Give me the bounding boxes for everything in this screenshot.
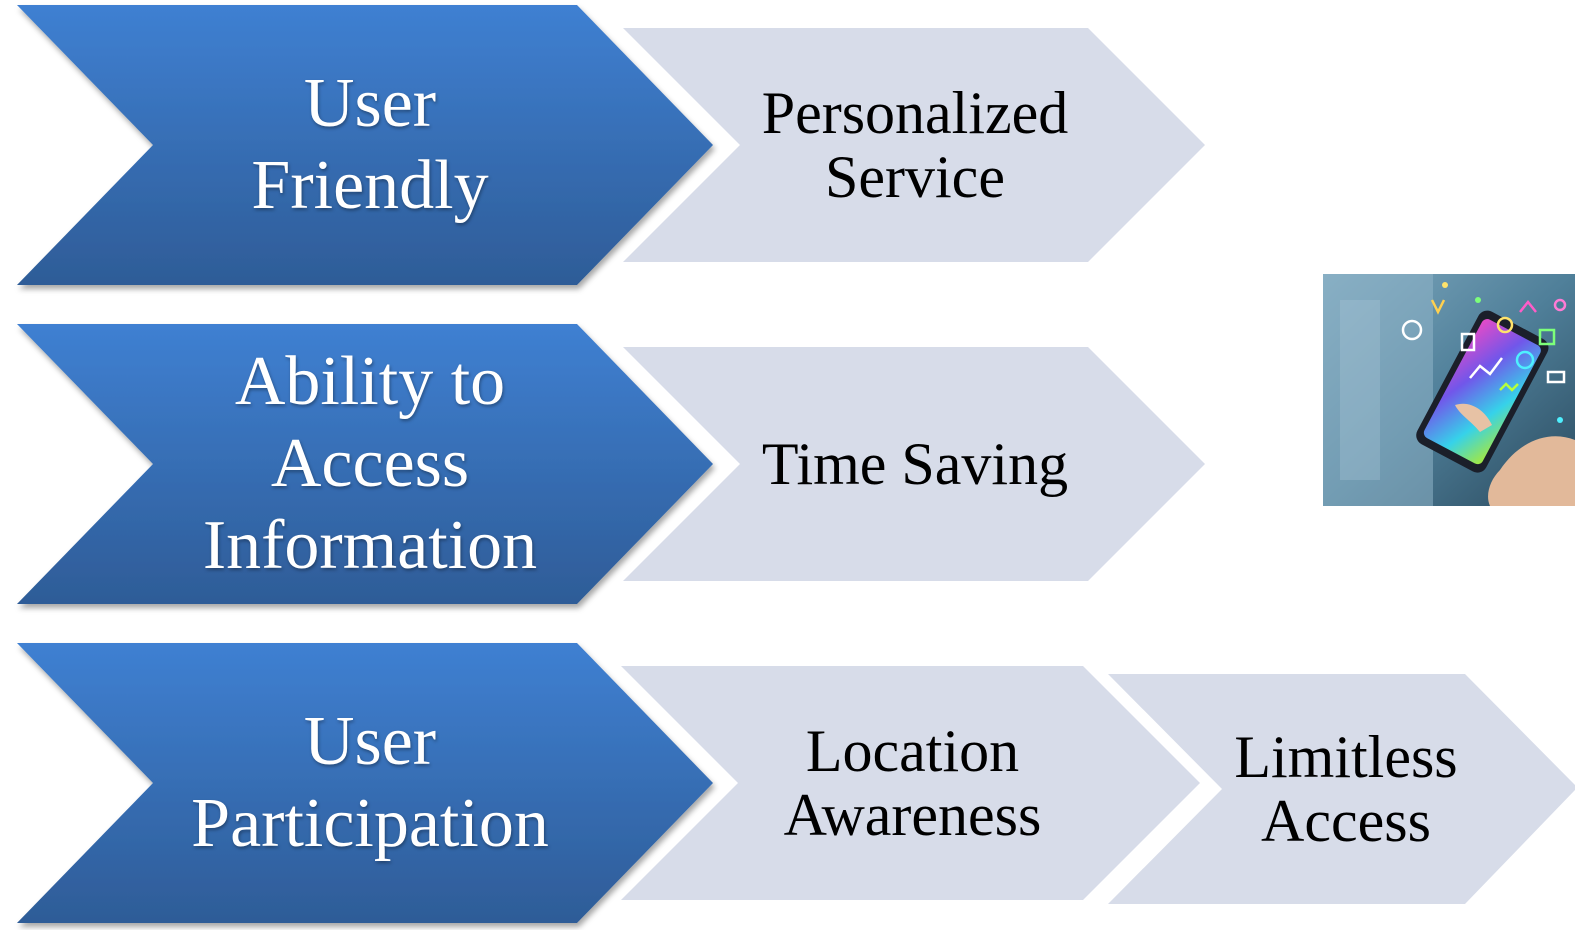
item-label-personalized-service: Personalized Service — [735, 28, 1095, 262]
item-label-time-saving: Time Saving — [735, 347, 1095, 581]
chevron-main-user-participation — [17, 643, 713, 923]
main-label-line: Ability to — [234, 343, 506, 420]
main-label-line: User — [303, 703, 437, 780]
item-label-line: Limitless — [1234, 724, 1458, 790]
main-label-line: Participation — [191, 785, 549, 862]
main-label-ability-to-access-information: Ability to Access Information — [150, 339, 590, 589]
main-label-line: Access — [270, 425, 470, 502]
main-label-line: Friendly — [251, 147, 489, 224]
item-label-location-awareness: Location Awareness — [730, 666, 1095, 900]
item-label-limitless-access: Limitless Access — [1190, 674, 1502, 904]
item-label-line: Access — [1261, 788, 1431, 854]
chevron-main-user-friendly — [17, 5, 713, 285]
main-label-user-friendly: User Friendly — [150, 25, 590, 265]
main-label-user-participation: User Participation — [150, 663, 590, 903]
app-icons-cluster — [1401, 298, 1567, 392]
item-label-line: Location — [805, 718, 1020, 784]
chevron-item-time-saving — [623, 347, 1205, 581]
chevron-item-personalized-service — [623, 28, 1205, 262]
main-label-line: User — [303, 65, 437, 142]
item-label-line: Awareness — [783, 782, 1042, 848]
item-label-line: Service — [825, 144, 1005, 210]
item-label-line: Personalized — [761, 80, 1069, 146]
chevron-item-location-awareness — [621, 666, 1200, 900]
chevron-item-limitless-access — [1108, 674, 1575, 904]
smartphone-apps-photo — [1323, 274, 1575, 506]
chevron-main-ability-to-access-information — [17, 324, 713, 604]
item-label-line: Time Saving — [761, 431, 1069, 497]
main-label-line: Information — [202, 507, 538, 584]
